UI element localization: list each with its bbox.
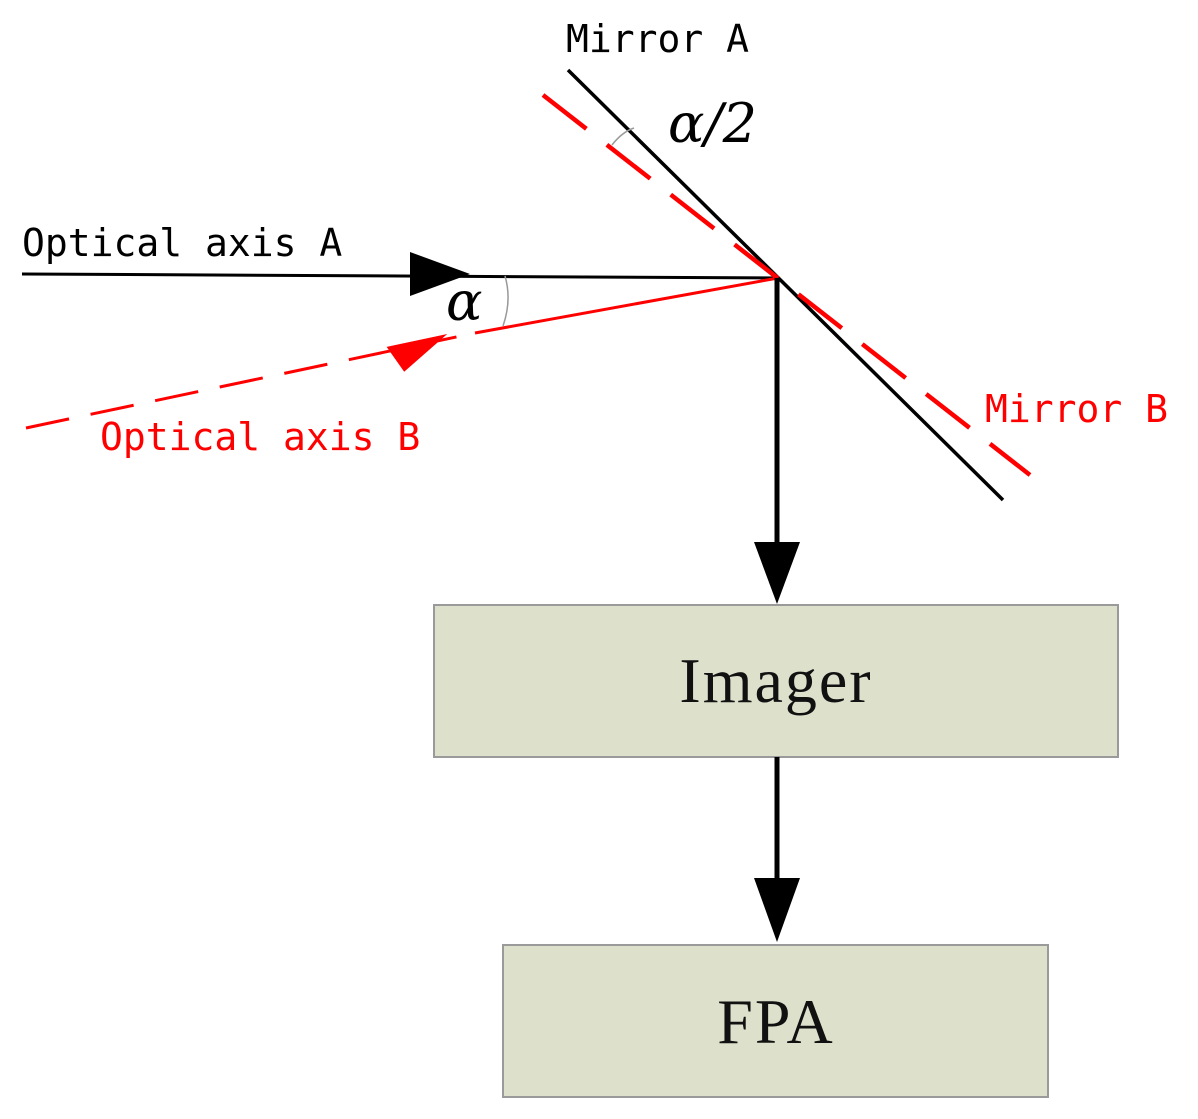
imager-to-fpa-arrowhead [754, 878, 800, 942]
mirror-a-label: Mirror A [566, 17, 749, 61]
alpha-label: α [446, 270, 482, 333]
optical-axis-a-line [21, 272, 779, 280]
mirror-a-line [566, 68, 1005, 502]
fpa-label: FPA [717, 986, 835, 1057]
optical-axis-b-dashed-line [25, 331, 476, 430]
reflected-axis-arrowhead [754, 542, 800, 604]
mirror-b-label: Mirror B [985, 387, 1168, 431]
optical-axis-b-solid-line [474, 276, 779, 335]
imager-label: Imager [679, 645, 872, 716]
mirror-b-line [541, 93, 1032, 477]
alpha-half-angle-arc [611, 127, 635, 146]
optical-axis-b-arrowhead [386, 333, 448, 372]
optical-axis-a-arrowhead [410, 252, 470, 296]
optical-axis-a-label: Optical axis A [22, 221, 342, 265]
alpha-angle-arc [502, 275, 509, 327]
optical-axis-b-label: Optical axis B [100, 415, 420, 459]
fpa-box [502, 944, 1049, 1098]
imager-box [433, 604, 1119, 758]
alpha-half-label: α/2 [668, 92, 757, 155]
